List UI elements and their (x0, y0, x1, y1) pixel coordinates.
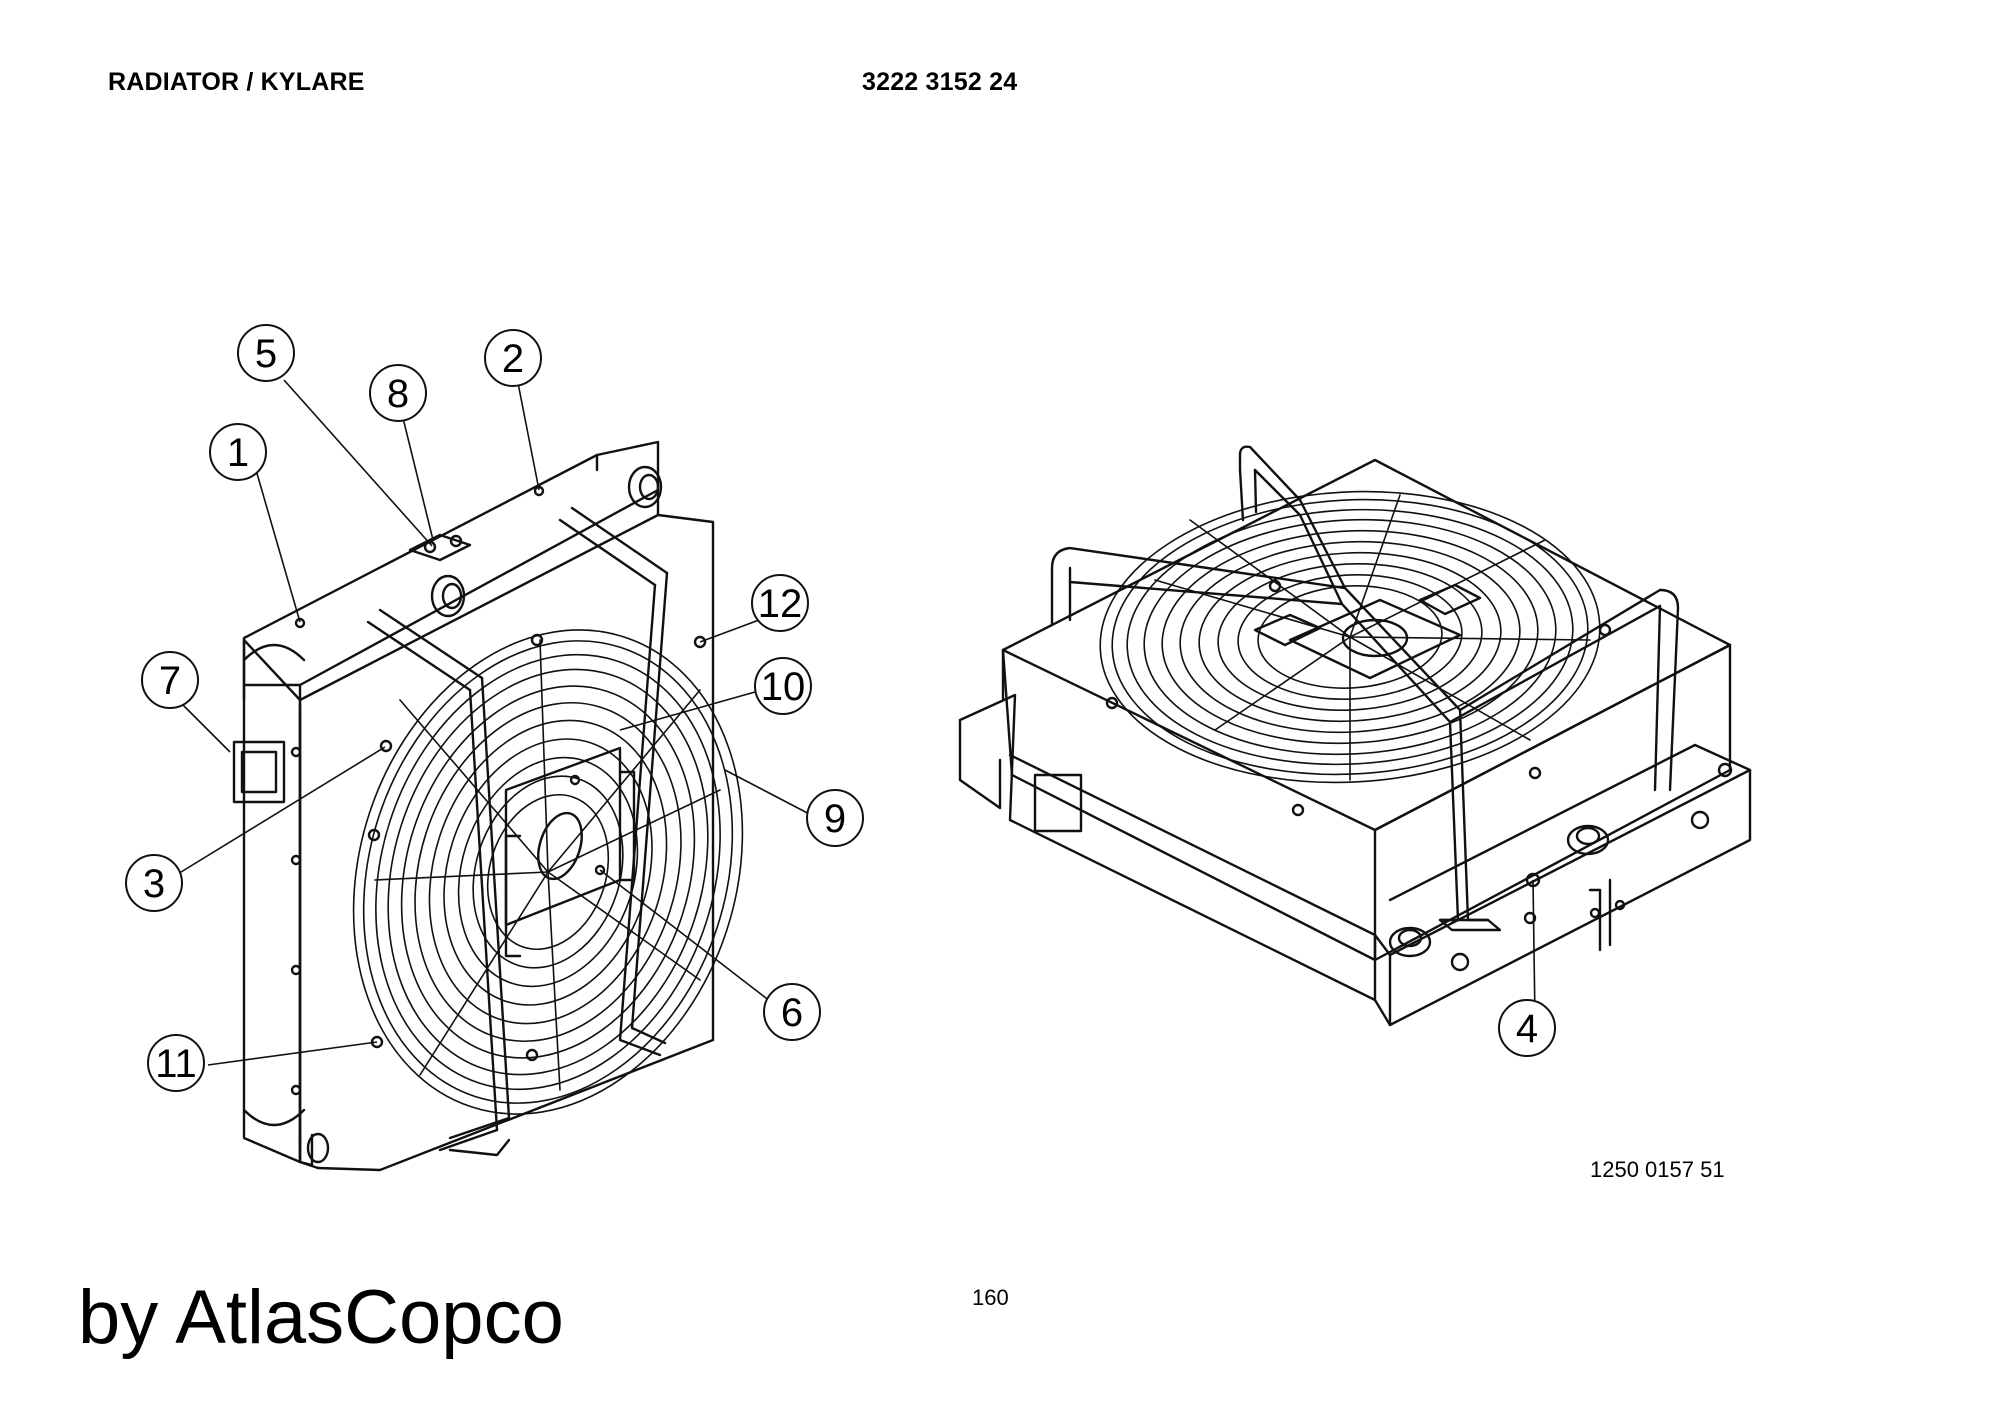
drawing-number: 1250 0157 51 (1590, 1157, 1725, 1182)
callout-9: 9 (806, 789, 864, 847)
svg-text:5: 5 (255, 332, 277, 376)
svg-text:6: 6 (781, 991, 803, 1035)
svg-text:7: 7 (159, 659, 181, 703)
callout-6: 6 (763, 983, 821, 1041)
brand-watermark: by AtlasCopco (78, 1275, 564, 1360)
callout-4: 4 (1498, 999, 1556, 1057)
svg-text:2: 2 (502, 337, 524, 381)
callout-12: 12 (751, 574, 809, 632)
page-number: 160 (972, 1285, 1009, 1310)
svg-text:12: 12 (758, 582, 803, 626)
callout-11: 11 (147, 1034, 205, 1092)
callout-8: 8 (369, 364, 427, 422)
svg-text:11: 11 (155, 1042, 197, 1086)
svg-text:4: 4 (1516, 1007, 1538, 1051)
callout-10: 10 (754, 657, 812, 715)
page-title: RADIATOR / KYLARE (108, 68, 365, 96)
callout-bubbles: 1 5 8 2 7 3 12 10 (125, 324, 1556, 1092)
svg-text:10: 10 (761, 665, 806, 709)
part-number: 3222 3152 24 (862, 68, 1018, 96)
svg-text:1: 1 (227, 431, 249, 475)
callout-leaders (167, 379, 1536, 1066)
callout-1: 1 (209, 423, 267, 481)
callout-7: 7 (141, 651, 199, 709)
svg-text:8: 8 (387, 372, 409, 416)
left-radiator-view (232, 440, 744, 1172)
svg-text:3: 3 (143, 862, 165, 906)
callout-3: 3 (125, 854, 183, 912)
callout-5: 5 (237, 324, 295, 382)
right-radiator-view (958, 445, 1752, 1027)
callout-2: 2 (484, 329, 542, 387)
svg-text:9: 9 (824, 797, 846, 841)
